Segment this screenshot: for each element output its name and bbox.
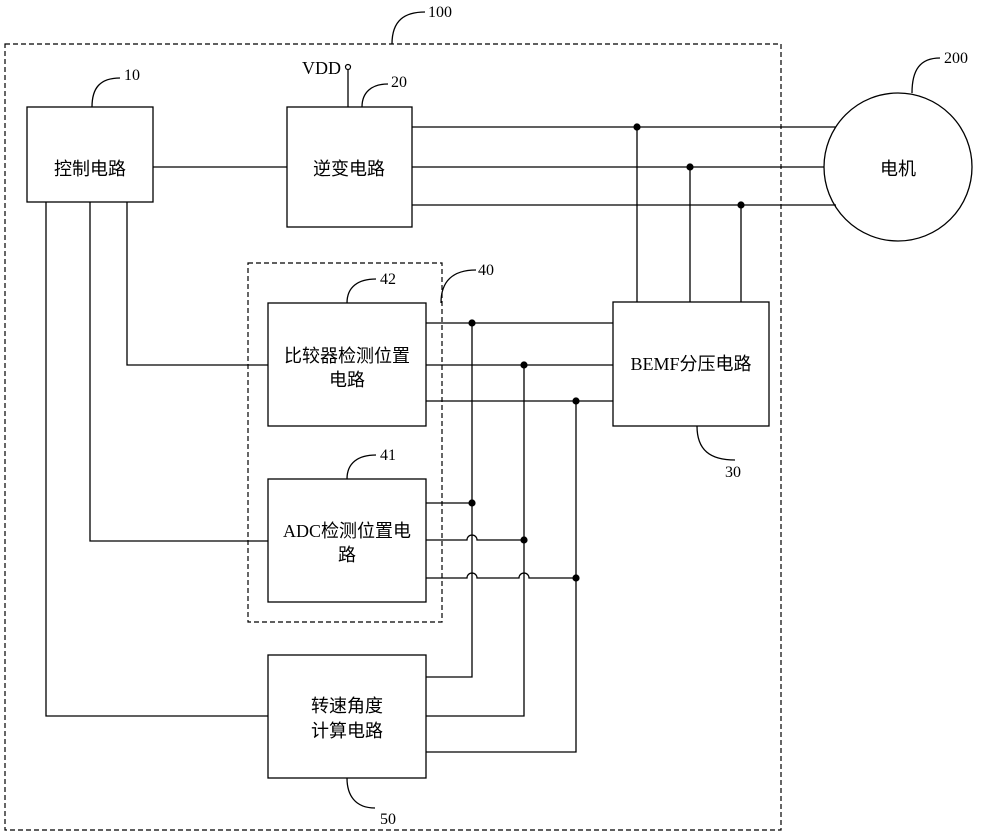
control-ref-label: 10 (124, 67, 140, 84)
comparator-ref-leader (346, 278, 377, 304)
comparator-label-line2: 电路 (329, 370, 365, 390)
inverter-label: 逆变电路 (313, 159, 385, 179)
motor-label: 电机 (880, 159, 916, 179)
junction-dot (520, 536, 528, 544)
system-ref-leader (391, 11, 426, 45)
speed-angle-label-line2: 计算电路 (311, 721, 383, 741)
speed-angle-box (267, 654, 427, 779)
control-to-adc-wire (89, 202, 268, 542)
control-to-comparator-wire (126, 202, 268, 366)
control-ref-leader (91, 77, 121, 108)
motor-ref-label: 200 (944, 50, 968, 67)
junction-dot (572, 574, 580, 582)
junction-dot (468, 499, 476, 507)
bemf-ref-label: 30 (725, 464, 741, 481)
bemf-divider-label: BEMF分压电路 (630, 354, 751, 374)
bemf-divider-box (612, 301, 770, 427)
speed-ref-label: 50 (380, 811, 396, 828)
junction-dot (686, 163, 694, 171)
junction-dot (572, 397, 580, 405)
inverter-ref-label: 20 (391, 74, 407, 91)
adc-ref-leader (346, 454, 377, 480)
system-ref-label: 100 (428, 4, 452, 21)
inverter-ref-leader (361, 83, 389, 108)
bemf-ref-leader (696, 425, 736, 461)
junction-dot (520, 361, 528, 369)
bus-vertical-3 (426, 401, 577, 753)
vdd-terminal (344, 63, 352, 71)
detection-group-ref-leader (440, 269, 477, 304)
vdd-label: VDD (302, 58, 341, 78)
control-to-speed-wire (45, 202, 268, 717)
junction-dot (633, 123, 641, 131)
comparator-label-line1: 比较器检测位置 (284, 346, 410, 366)
adc-label-line1: ADC检测位置电 (283, 521, 411, 541)
system-boundary (4, 43, 782, 831)
control-circuit-box (26, 106, 154, 203)
speed-angle-label-line1: 转速角度 (311, 696, 383, 716)
junction-dot (737, 201, 745, 209)
junction-dot (468, 319, 476, 327)
bus-vertical-1 (426, 323, 473, 678)
detection-group-boundary (247, 262, 443, 623)
adc-input-wire-3 (426, 572, 576, 579)
comparator-ref-label: 42 (380, 271, 396, 288)
motor-ref-leader (911, 57, 941, 94)
bus-vertical-2 (426, 365, 525, 717)
adc-ref-label: 41 (380, 447, 396, 464)
detection-group-ref-label: 40 (478, 262, 494, 279)
adc-input-wire-2 (426, 534, 524, 541)
adc-label-line2: 路 (338, 545, 356, 565)
inverter-box (286, 106, 413, 228)
control-circuit-label: 控制电路 (54, 159, 126, 179)
speed-ref-leader (346, 777, 376, 809)
